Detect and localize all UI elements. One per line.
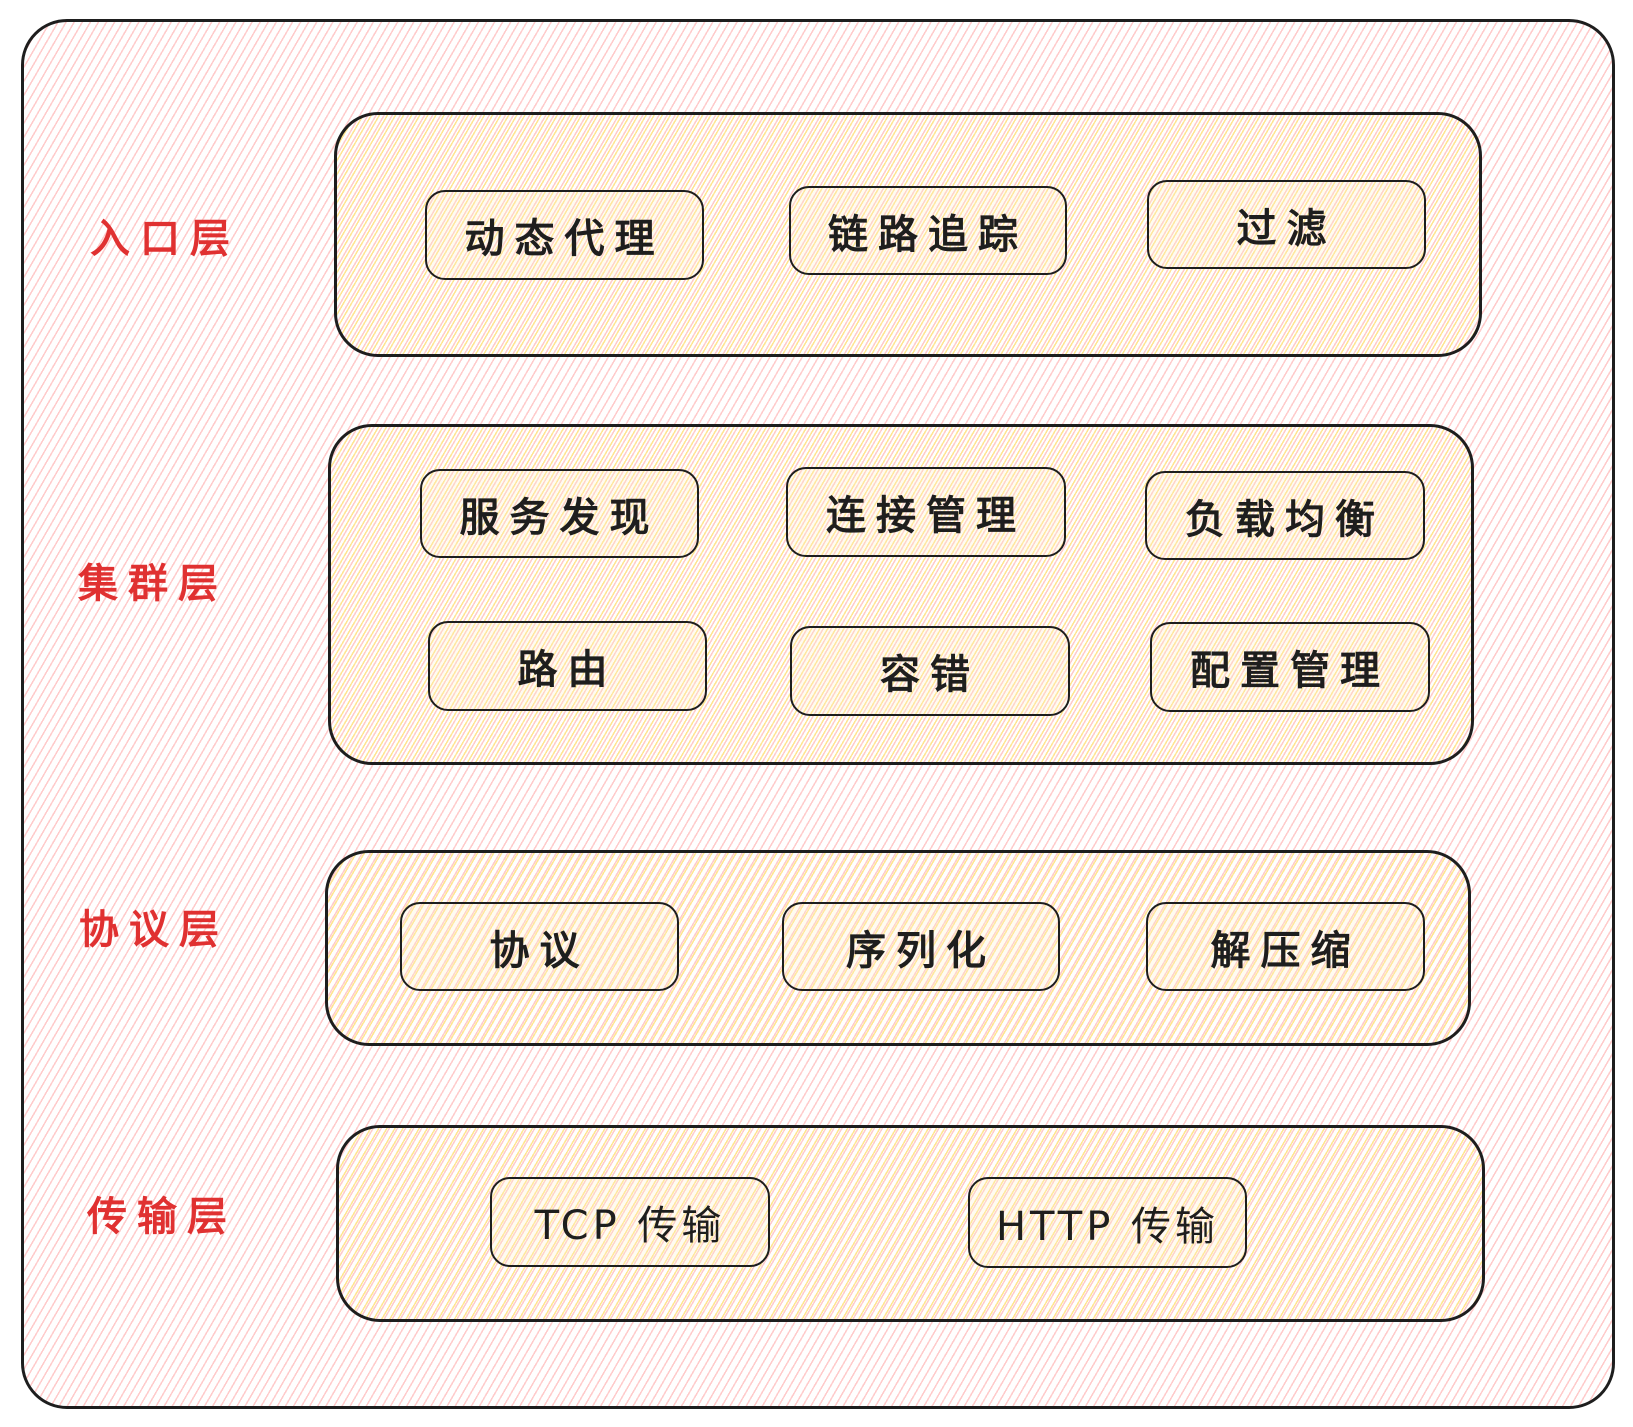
module-box: 序列化 xyxy=(782,902,1060,991)
module-box: 服务发现 xyxy=(420,469,699,558)
layer-entry xyxy=(334,112,1482,357)
module-box: 链路追踪 xyxy=(789,186,1067,275)
module-box: 过滤 xyxy=(1147,180,1426,269)
layer-cluster xyxy=(328,424,1474,765)
module-box: 容错 xyxy=(790,626,1070,716)
module-box: 动态代理 xyxy=(425,190,704,280)
module-box: 连接管理 xyxy=(786,467,1066,557)
layer-label-transport: 传输层 xyxy=(87,1194,237,1240)
layer-label-cluster: 集群层 xyxy=(78,561,228,607)
layer-label-protocol: 协议层 xyxy=(79,907,229,953)
module-box: 路由 xyxy=(428,621,707,711)
layer-transport xyxy=(336,1125,1485,1322)
module-box: 配置管理 xyxy=(1150,622,1430,712)
module-box: TCP 传输 xyxy=(490,1177,770,1267)
layer-label-entry: 入口层 xyxy=(90,216,240,262)
layer-protocol xyxy=(325,850,1471,1046)
module-box: 解压缩 xyxy=(1146,902,1425,991)
module-box: HTTP 传输 xyxy=(968,1177,1247,1268)
module-box: 协议 xyxy=(400,902,679,991)
module-box: 负载均衡 xyxy=(1145,471,1425,560)
